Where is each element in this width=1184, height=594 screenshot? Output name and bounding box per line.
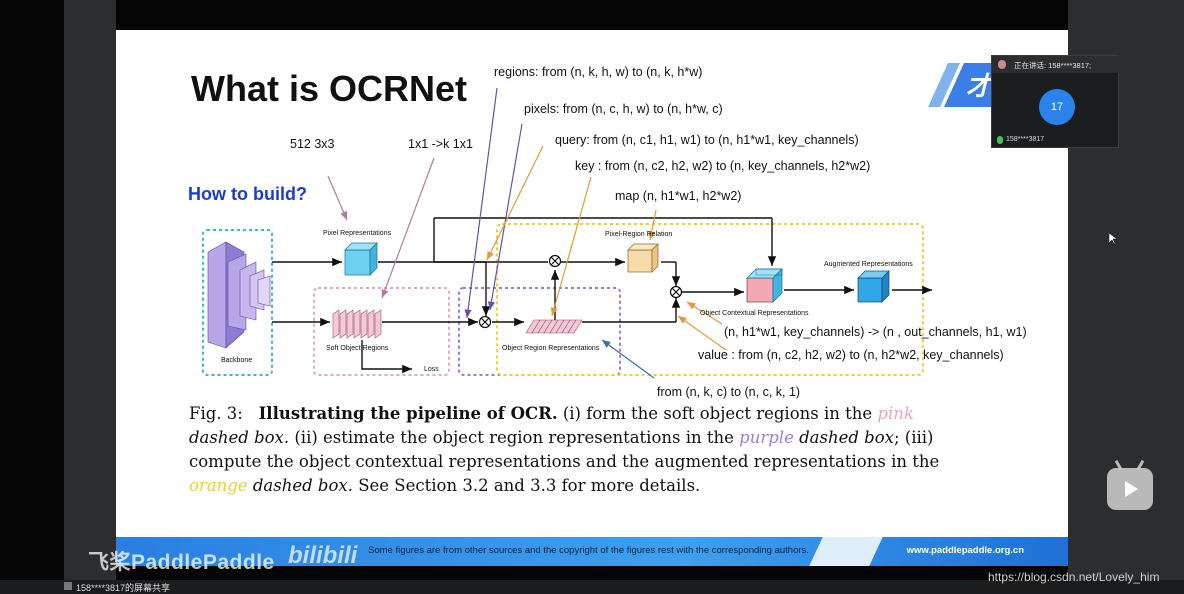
slide-footer: Some figures are from other sources and … [116, 537, 1068, 566]
orange-dashed-box [496, 223, 924, 376]
annotation-512-3x3: 512 3x3 [290, 137, 335, 151]
video-panel-header: 正在讲话: 158****3817; [992, 56, 1120, 73]
csdn-credit: https://blog.csdn.net/Lovely_him [988, 570, 1160, 584]
caption-part3: (ii) estimate the object region represen… [289, 428, 740, 447]
footer-wave-shape [809, 537, 883, 566]
screen-share-bar [0, 580, 1184, 594]
label-backbone: Backbone [221, 357, 252, 364]
label-augmented-repr: Augmented Representations [824, 261, 913, 268]
caption-orange-word: orange [189, 476, 248, 495]
annotation-nkc: from (n, k, c) to (n, c, k, 1) [657, 385, 801, 399]
participant-name: 158****3817 [1006, 136, 1045, 143]
caption-pink-word: pink [877, 404, 914, 423]
footer-url: www.paddlepaddle.org.cn [906, 545, 1024, 556]
bilibili-play-icon[interactable] [1107, 459, 1153, 510]
pink-dashed-box [313, 287, 450, 376]
pixel-region-relation-cube [627, 243, 659, 273]
presentation-slide: What is OCRNet How to build? 才 [116, 30, 1068, 566]
soft-object-region-slices [332, 309, 382, 339]
participant-video-panel[interactable]: 正在讲话: 158****3817; 17 158****3817 [991, 55, 1120, 148]
label-pixel-region-relation: Pixel-Region Relation [605, 231, 672, 238]
otimes-operators [478, 254, 683, 329]
object-region-slices [525, 319, 583, 334]
speaking-label: 正在讲话: 158****3817; [1014, 61, 1092, 70]
annotation-pixels: pixels: from (n, c, h, w) to (n, h*w, c) [524, 102, 723, 116]
backbone-stack [207, 241, 271, 349]
ocr-pipeline-diagram: Pixel Representations Pixel-Region Relat… [202, 87, 932, 379]
annotation-ocr-output: (n, h1*w1, key_channels) -> (n , out_cha… [724, 325, 1027, 339]
label-soft-object-regions: Soft Object Regions [326, 345, 389, 352]
backbone-box [202, 229, 273, 376]
screen-share-icon [64, 582, 72, 590]
bilibili-watermark: bilibili [288, 542, 358, 569]
footer-copyright-note: Some figures are from other sources and … [368, 545, 809, 556]
caption-part7: See Section 3.2 and 3.3 for more details… [352, 476, 701, 495]
label-pixel-repr: Pixel Representations [323, 230, 392, 237]
annotation-query: query: from (n, c1, h1, w1) to (n, h1*w1… [555, 133, 859, 147]
figure-caption: Fig. 3: Illustrating the pipeline of OCR… [189, 402, 949, 498]
augmented-representation-cube [857, 270, 890, 303]
label-loss: Loss [424, 366, 439, 373]
annotation-key: key : from (n, c2, h2, w2) to (n, key_ch… [575, 159, 871, 173]
slide-subtitle: How to build? [188, 184, 307, 204]
annotation-regions: regions: from (n, k, h, w) to (n, k, h*w… [494, 65, 703, 79]
caption-part4: dashed box [793, 428, 894, 447]
mic-icon [997, 136, 1003, 144]
pixel-representation-cube [344, 242, 378, 276]
speaker-mini-avatar-icon [998, 60, 1006, 69]
caption-part6: dashed box. [247, 476, 353, 495]
left-letterbox [64, 0, 116, 580]
slide-title: What is OCRNet [191, 68, 468, 109]
participant-avatar: 17 [1039, 89, 1075, 125]
annotation-value: value : from (n, c2, h2, w2) to (n, h2*w… [698, 348, 1004, 362]
caption-fig-label: Fig. 3: [189, 404, 243, 423]
caption-part1: (i) form the soft object regions in the [557, 404, 878, 423]
mouse-cursor-icon [1109, 233, 1117, 245]
annotation-1x1-k: 1x1 ->k 1x1 [408, 137, 473, 151]
annotation-map: map (n, h1*w1, h2*w2) [615, 189, 742, 203]
label-object-contextual-repr: Object Contextual Representations [700, 310, 809, 317]
screen-share-label: 158****3817的屏幕共享 [76, 583, 171, 593]
label-object-region-repr: Object Region Representations [502, 345, 600, 352]
paddle-watermark: 飞桨PaddlePaddle [88, 551, 275, 574]
caption-part5: ; (iii) compute the object contextual re… [189, 428, 940, 471]
caption-title: Illustrating the pipeline of OCR. [258, 404, 558, 423]
caption-purple-word: purple [739, 428, 794, 447]
object-contextual-cube [746, 268, 783, 303]
caption-part2: dashed box. [189, 428, 290, 447]
